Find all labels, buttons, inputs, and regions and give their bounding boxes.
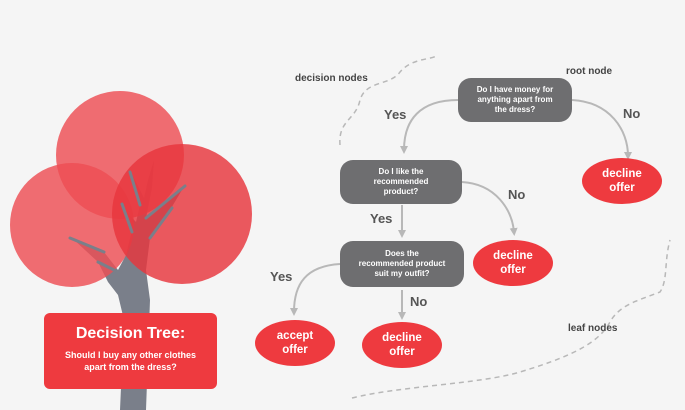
accept-offer-leaf: accept offer <box>255 320 335 366</box>
title-box: Decision Tree: Should I buy any other cl… <box>44 313 217 389</box>
edge-root-no <box>571 99 632 160</box>
edge-suit-yes <box>290 263 341 316</box>
decline-offer-leaf-suit: decline offer <box>362 322 442 368</box>
diagram-title: Decision Tree: <box>75 325 186 342</box>
leaf-nodes-bracket <box>351 239 671 399</box>
diagram-question: Should I buy any other clothes apart fro… <box>64 350 196 372</box>
edge-root-yes <box>400 99 459 154</box>
canopy-circle-left <box>10 163 134 287</box>
root-node-annotation: root node <box>566 66 613 77</box>
edge-like-no <box>461 181 518 236</box>
edge-label-like-yes: Yes <box>370 211 393 226</box>
like-product-decision-node: Do I like the recommended product? <box>340 160 462 204</box>
decision-nodes-bracket <box>339 55 437 146</box>
root-decision-node: Do I have money for anything apart from … <box>458 78 572 122</box>
edge-label-suit-yes: Yes <box>270 269 293 284</box>
leaf-nodes-annotation: leaf nodes <box>568 323 618 334</box>
decline-offer-leaf-like: decline offer <box>473 240 553 286</box>
edge-label-suit-no: No <box>410 294 428 309</box>
decline-offer-leaf-root: decline offer <box>582 158 662 204</box>
canopy-circle-right <box>112 144 252 284</box>
edge-label-like-no: No <box>508 187 526 202</box>
edge-label-root-yes: Yes <box>384 107 407 122</box>
edge-label-root-no: No <box>623 106 641 121</box>
decision-nodes-annotation: decision nodes <box>295 73 368 84</box>
suit-outfit-decision-node: Does the recommended product suit my out… <box>340 241 464 287</box>
